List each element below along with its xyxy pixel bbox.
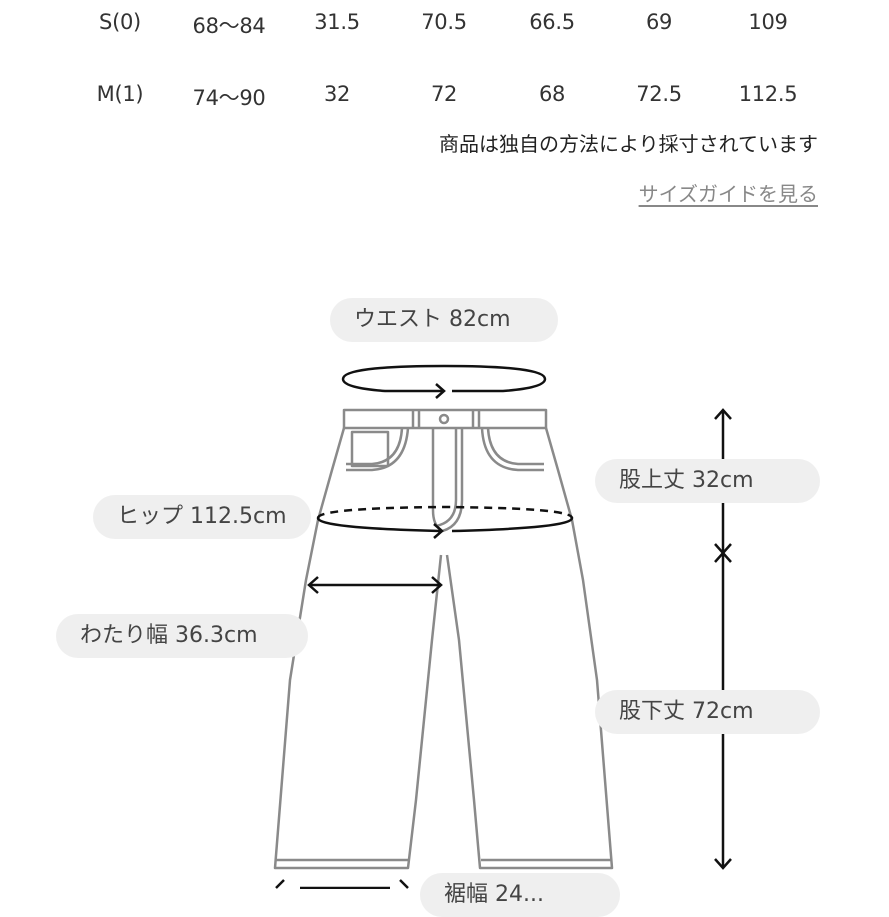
- size-row-s: S(0) 68〜84 31.5 70.5 66.5 69 109: [0, 10, 889, 50]
- size-cell: 69: [645, 10, 673, 34]
- thigh-label: わたり幅 36.3cm: [56, 614, 308, 658]
- hip-measure-arrow-icon: [316, 505, 574, 539]
- measurement-note: 商品は独自の方法により採寸されています: [439, 132, 818, 156]
- size-cell: 72: [430, 82, 458, 106]
- hip-label: ヒップ 112.5cm: [93, 495, 311, 539]
- size-cell: 68〜84: [192, 14, 266, 38]
- waist-label: ウエスト 82cm: [330, 298, 558, 342]
- size-cell: 32: [323, 82, 351, 106]
- size-cell: 66.5: [529, 10, 575, 34]
- waist-measure-arrow-icon: [341, 364, 547, 399]
- size-cell: 70.5: [421, 10, 467, 34]
- hem-width-arrow-icon: [275, 879, 409, 889]
- size-label: M(1): [96, 82, 144, 106]
- size-label: S(0): [99, 10, 141, 34]
- size-row-m: M(1) 74〜90 32 72 68 72.5 112.5: [0, 82, 889, 122]
- thigh-width-arrow-icon: [307, 576, 443, 594]
- rise-label: 股上丈 32cm: [595, 459, 820, 503]
- size-cell: 31.5: [314, 10, 360, 34]
- size-cell: 74〜90: [192, 86, 266, 110]
- inseam-label: 股下丈 72cm: [595, 690, 820, 734]
- size-guide-link[interactable]: サイズガイドを見る: [638, 182, 818, 206]
- pants-outline-icon: [273, 408, 614, 870]
- size-cell: 109: [748, 10, 788, 34]
- size-cell: 72.5: [636, 82, 682, 106]
- size-cell: 68: [538, 82, 566, 106]
- pants-measurement-diagram: [273, 364, 732, 889]
- inseam-arrow-icon: [714, 551, 732, 870]
- hem-label: 裾幅 24...: [420, 873, 620, 917]
- size-cell: 112.5: [738, 82, 798, 106]
